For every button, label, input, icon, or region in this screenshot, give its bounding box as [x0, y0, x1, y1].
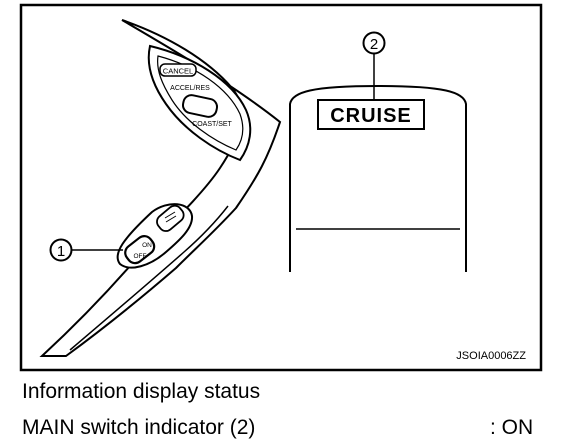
figure-code: JSOIA0006ZZ	[456, 350, 526, 362]
cancel-switch-label: CANCEL	[163, 67, 193, 76]
accel-res-label: ACCEL/RES	[170, 85, 210, 92]
callout-1-number: 1	[57, 243, 65, 260]
steering-switch-upper	[156, 204, 185, 232]
callout-1-circle	[49, 238, 73, 262]
coast-set-label: COAST/SET	[192, 121, 232, 128]
cruise-control-illustration: CANCEL ACCEL/RES COAST/SET ON OFF 1 CRUI…	[19, 3, 543, 372]
main-switch-indicator-value: : ON	[490, 416, 534, 439]
on-label: ON	[142, 242, 152, 249]
off-label: OFF	[134, 253, 147, 260]
callout-2-number: 2	[370, 36, 378, 53]
spoke-trim-line	[69, 205, 229, 351]
switch-cluster-inner	[157, 55, 244, 151]
main-switch-indicator-label: MAIN switch indicator (2)	[22, 416, 256, 439]
main-on-off-switch	[124, 235, 156, 265]
cruise-indicator-text: CRUISE	[330, 105, 412, 127]
illustration-frame: CANCEL ACCEL/RES COAST/SET ON OFF 1 CRUI…	[19, 3, 543, 372]
caption-heading: Information display status	[22, 380, 261, 403]
cancel-switch	[159, 63, 197, 77]
steering-switch-upper-symbol	[164, 211, 177, 223]
accel-coast-rocker	[181, 94, 219, 118]
callout-2-circle	[362, 31, 386, 55]
information-display	[289, 84, 467, 272]
cruise-indicator-box	[317, 99, 425, 130]
